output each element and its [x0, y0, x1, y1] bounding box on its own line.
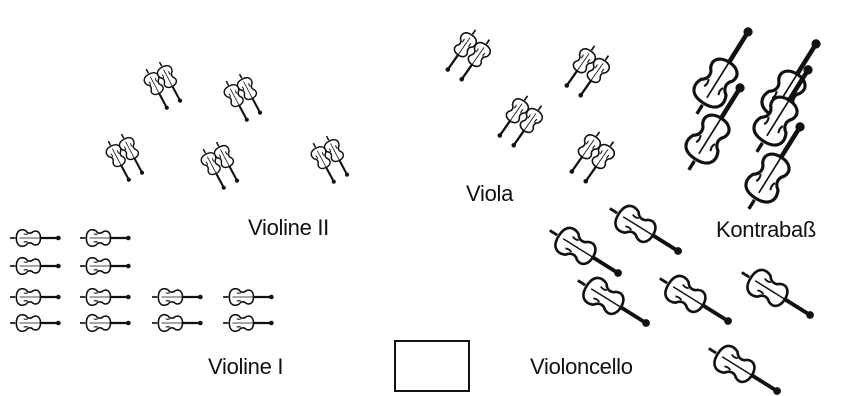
double-bass-icon [683, 19, 765, 122]
violin-icon [10, 289, 61, 306]
cello-icon [542, 219, 628, 287]
cello-icon [734, 261, 820, 329]
violin-icon [152, 315, 203, 332]
violin-icon [223, 289, 274, 306]
label-violine-i: Violine I [208, 354, 283, 380]
cello-icon [652, 267, 738, 335]
cello-icon [570, 269, 656, 337]
violin-icon [10, 258, 61, 275]
cello-icon [602, 197, 688, 265]
violin-icon [152, 289, 203, 306]
label-violine-ii: Violine II [248, 215, 329, 241]
label-viola: Viola [466, 181, 513, 207]
violin-icon [80, 258, 131, 275]
cello-icon [701, 337, 787, 396]
label-kontrabass: Kontrabaß [716, 217, 816, 243]
violin-icon [80, 315, 131, 332]
violin-icon [80, 289, 131, 306]
violin-icon [80, 230, 131, 247]
label-violoncello: Violoncello [530, 354, 633, 380]
violin-icon [10, 230, 61, 247]
conductor-podium [394, 340, 470, 392]
violin-icon [10, 315, 61, 332]
violin-icon [223, 315, 274, 332]
